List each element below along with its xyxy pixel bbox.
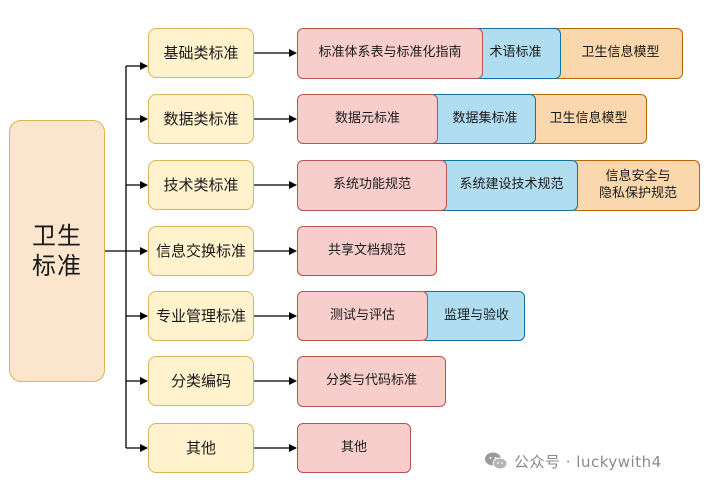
item-node: 其他 [297, 423, 411, 473]
wechat-icon [484, 451, 508, 471]
category-exchange: 信息交换标准 [148, 226, 254, 276]
category-data: 数据类标准 [148, 94, 254, 144]
item-label: 系统建设技术规范 [459, 177, 564, 193]
root-node: 卫生标准 [9, 120, 105, 382]
item-label: 共享文档规范 [327, 242, 406, 258]
item-label: 术语标准 [489, 45, 542, 61]
item-node: 系统建设技术规范 [437, 160, 578, 211]
item-label: 信息安全与 隐私保护规范 [598, 169, 677, 201]
category-label: 技术类标准 [163, 175, 239, 194]
item-node: 标准体系表与标准化指南 [297, 28, 483, 79]
category-basic: 基础类标准 [148, 28, 254, 78]
watermark: 公众号 · luckywith4 [484, 449, 662, 473]
category-label: 数据类标准 [163, 109, 239, 128]
item-label: 系统功能规范 [332, 177, 411, 193]
item-node: 数据集标准 [428, 94, 536, 144]
item-node: 监理与验收 [420, 291, 525, 341]
item-node: 信息安全与 隐私保护规范 [570, 160, 700, 211]
item-node: 共享文档规范 [297, 226, 437, 276]
category-coding: 分类编码 [148, 356, 254, 406]
category-label: 信息交换标准 [155, 241, 246, 260]
watermark-text: 公众号 · luckywith4 [514, 452, 662, 471]
item-node: 术语标准 [470, 28, 561, 79]
category-label: 基础类标准 [163, 43, 239, 62]
category-label: 其他 [185, 438, 216, 457]
category-label: 专业管理标准 [155, 306, 246, 325]
root-label: 卫生标准 [32, 222, 82, 280]
item-label: 卫生信息模型 [549, 110, 628, 126]
item-node: 数据元标准 [297, 94, 438, 144]
item-label: 数据元标准 [334, 110, 400, 126]
item-node: 分类与代码标准 [297, 356, 446, 407]
item-node: 卫生信息模型 [526, 94, 647, 144]
category-management: 专业管理标准 [148, 291, 254, 341]
item-node: 测试与评估 [297, 291, 428, 341]
item-label: 其他 [340, 439, 367, 455]
item-label: 卫生信息模型 [581, 45, 660, 61]
item-label: 分类与代码标准 [325, 373, 417, 389]
item-label: 数据集标准 [452, 110, 518, 126]
item-label: 测试与评估 [329, 307, 395, 323]
category-tech: 技术类标准 [148, 160, 254, 210]
item-node: 卫生信息模型 [548, 28, 683, 79]
category-other: 其他 [148, 423, 254, 473]
category-label: 分类编码 [170, 371, 231, 390]
item-label: 监理与验收 [443, 307, 509, 323]
item-label: 标准体系表与标准化指南 [318, 45, 462, 61]
item-node: 系统功能规范 [297, 160, 447, 211]
